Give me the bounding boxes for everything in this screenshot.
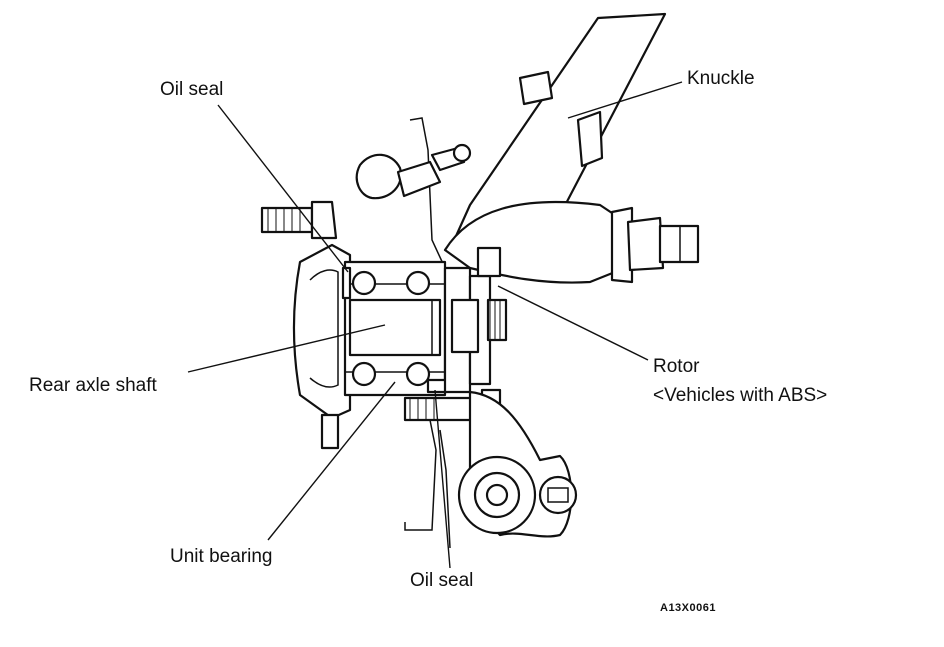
label-rotor: Rotor [653,356,700,377]
leader-oil-seal-bottom [434,389,451,569]
leader-lines [187,81,683,569]
leader-rotor [497,285,649,361]
unit-bearing [341,260,448,397]
label-oil-seal-top: Oil seal [160,79,223,100]
leader-rear-axle-shaft [187,324,386,373]
leader-oil-seal-top [217,104,349,273]
label-rotor-note: <Vehicles with ABS> [653,385,827,406]
leader-unit-bearing [267,381,396,541]
abs-sensor [355,117,472,269]
label-knuckle: Knuckle [687,68,755,89]
label-oil-seal-bottom: Oil seal [410,570,473,591]
label-rear-axle-shaft: Rear axle shaft [29,375,158,396]
knuckle [443,12,700,284]
abs-rotor [443,246,508,394]
leader-knuckle [567,81,683,119]
lower-arm [403,388,578,549]
figure-code: A13X0061 [660,602,716,614]
label-unit-bearing: Unit bearing [170,546,272,567]
hub-flange [260,200,352,450]
